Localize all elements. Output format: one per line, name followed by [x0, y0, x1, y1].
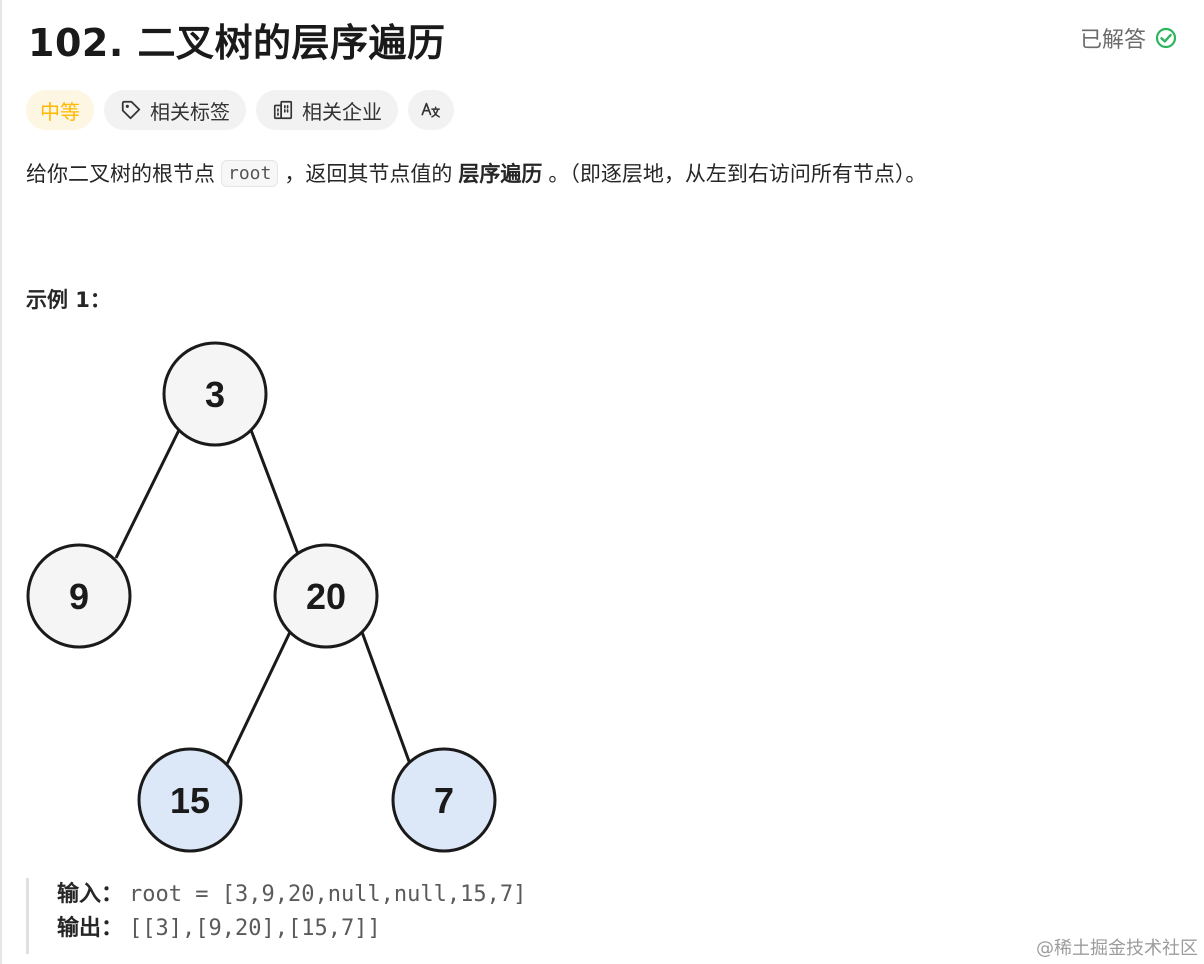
- node-label-3: 3: [205, 374, 225, 415]
- node-label-20: 20: [306, 576, 346, 617]
- input-label: 输入：: [57, 882, 124, 907]
- description-text-2: ，返回其节点值的: [284, 162, 453, 186]
- example-output-line: 输出： [[3],[9,20],[15,7]]: [57, 912, 586, 946]
- input-value: root = [3,9,20,null,null,15,7]: [129, 882, 527, 907]
- building-icon: [273, 100, 293, 120]
- tree-node-9: 9: [26, 543, 132, 649]
- difficulty-badge: 中等: [26, 90, 94, 130]
- output-label: 输出：: [57, 916, 124, 941]
- example-io-block: 输入： root = [3,9,20,null,null,15,7] 输出： […: [26, 878, 586, 954]
- tree-node-15: 15: [137, 747, 243, 853]
- edge-20-7: [360, 631, 412, 765]
- tag-icon: [121, 100, 141, 120]
- watermark: @稀土掘金技术社区: [1036, 938, 1198, 959]
- related-companies-button[interactable]: 相关企业: [256, 90, 398, 130]
- description-text-1: 给你二叉树的根节点: [26, 162, 215, 186]
- check-circle-icon: [1155, 27, 1177, 49]
- node-label-15: 15: [170, 780, 210, 821]
- left-border: [0, 0, 2, 964]
- edge-3-9: [114, 429, 181, 559]
- node-label-7: 7: [434, 780, 454, 821]
- description-text-3: 。（即逐层地，从左到右访问所有节点）。: [548, 162, 927, 186]
- related-companies-label: 相关企业: [302, 99, 382, 124]
- example-heading: 示例 1：: [26, 288, 111, 312]
- binary-tree-svg: 3 9 20 15 7: [26, 341, 497, 853]
- related-topics-label: 相关标签: [150, 99, 230, 124]
- output-value: [[3],[9,20],[15,7]]: [129, 916, 381, 941]
- solved-label: 已解答: [1079, 28, 1146, 53]
- edge-20-15: [225, 631, 292, 765]
- problem-title: 102. 二叉树的层序遍历: [28, 21, 446, 65]
- related-topics-button[interactable]: 相关标签: [104, 90, 246, 130]
- inline-code-root: root: [221, 159, 279, 187]
- solved-status: 已解答: [1080, 22, 1178, 54]
- example-input-line: 输入： root = [3,9,20,null,null,15,7]: [57, 878, 586, 912]
- description-bold: 层序遍历: [458, 162, 543, 186]
- translate-icon: [421, 102, 440, 118]
- translate-button[interactable]: [408, 90, 454, 130]
- edge-3-20: [249, 429, 300, 555]
- problem-description: 给你二叉树的根节点 root ，返回其节点值的 层序遍历 。（即逐层地，从左到右…: [26, 158, 926, 188]
- tag-bar: 中等 相关标签 相关企业: [26, 90, 454, 130]
- tree-node-3: 3: [162, 341, 268, 447]
- tree-node-7: 7: [391, 747, 497, 853]
- difficulty-label: 中等: [40, 99, 80, 124]
- example-tree-diagram: 3 9 20 15 7: [0, 330, 520, 870]
- node-label-9: 9: [69, 576, 89, 617]
- tree-node-20: 20: [273, 543, 379, 649]
